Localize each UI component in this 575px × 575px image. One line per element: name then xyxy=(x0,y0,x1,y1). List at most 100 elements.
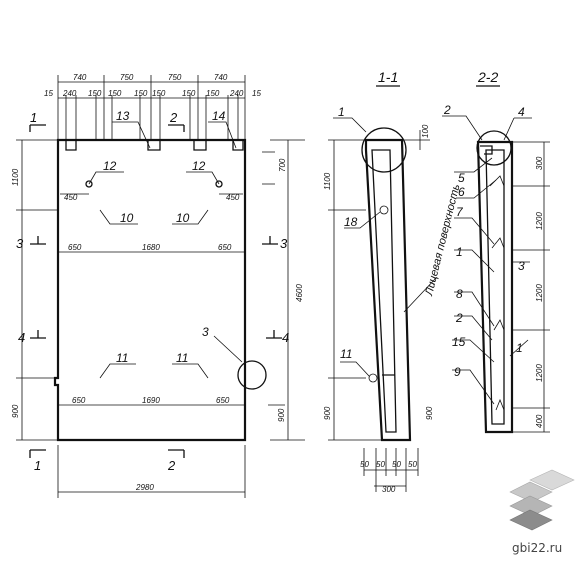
section-2-callout-4: 4 xyxy=(518,105,525,119)
section-2-callout-1: 1 xyxy=(456,245,463,259)
marker-3-left-label: 3 xyxy=(16,236,24,251)
top-dim-4: 740 xyxy=(214,73,228,82)
sub-dim-1: 15 xyxy=(44,89,53,98)
logo-layer-1 xyxy=(529,469,575,491)
top-notches xyxy=(65,140,244,151)
section-2-leader-15 xyxy=(452,339,495,363)
bottom-hole-dim-2: 1690 xyxy=(142,396,160,405)
leader-11-left xyxy=(99,363,136,379)
marker-3-left xyxy=(30,236,46,245)
section-1-dims xyxy=(328,130,430,441)
section-1-top-dim: 100 xyxy=(421,124,430,138)
sub-dim-9: 240 xyxy=(229,89,244,98)
marker-3-right-label: 3 xyxy=(280,236,288,251)
section-2-2: 2-2 2 4 5 6 7 1 3 8 2 15 1 9 300 1200 xyxy=(442,69,550,434)
section-1-profile xyxy=(364,138,412,442)
section-1-leader-1 xyxy=(333,117,367,133)
leader-12-left xyxy=(88,171,124,185)
top-dim-3: 750 xyxy=(168,73,182,82)
section-2-leader-2b xyxy=(454,315,493,341)
section-2-leader-1b xyxy=(509,339,529,357)
marker-1-top-label: 1 xyxy=(30,110,37,125)
marker-2-top xyxy=(168,124,185,132)
section-2-callout-3: 3 xyxy=(518,259,525,273)
section-2-dim-2: 1200 xyxy=(535,212,544,230)
section-2-leader-9 xyxy=(452,369,495,405)
sub-dim-5: 150 xyxy=(134,89,148,98)
marker-1-bottom xyxy=(29,449,46,458)
right-dim-3: 900 xyxy=(277,408,286,422)
section-1-callout-11: 11 xyxy=(340,347,352,361)
section-2-callout-8: 8 xyxy=(456,287,463,301)
section-1-bottom-dims xyxy=(363,448,419,492)
hole-dim-1: 650 xyxy=(68,243,82,252)
marker-2-bottom xyxy=(168,449,185,458)
right-dim-1: 700 xyxy=(278,158,287,172)
section-2-callout-5: 5 xyxy=(458,171,465,185)
leader-3 xyxy=(213,335,243,363)
callout-11-right: 11 xyxy=(176,351,188,365)
callout-12-left: 12 xyxy=(103,159,117,173)
right-dim-lines xyxy=(262,139,305,441)
section-1-callout-1: 1 xyxy=(338,105,345,119)
section-title-1-1: 1-1 xyxy=(378,69,398,85)
section-1-bottom-dim-1: 50 xyxy=(360,460,369,469)
section-1-leader-11 xyxy=(340,361,370,377)
section-1-1: 1-1 1 18 11 Лицевая поверхность 1100 900… xyxy=(323,69,463,494)
logo-layer-4 xyxy=(509,509,553,531)
marker-4-right xyxy=(266,330,282,339)
hole-12-right xyxy=(215,180,223,188)
left-dim-2: 900 xyxy=(11,404,20,418)
top-extension-lines xyxy=(57,75,246,140)
right-dim-2: 4600 xyxy=(295,284,304,302)
section-1-note-leader xyxy=(403,277,437,313)
callout-10-right: 10 xyxy=(176,211,190,225)
sub-dim-8: 150 xyxy=(206,89,220,98)
section-2-leader-1 xyxy=(454,249,495,273)
bottom-dim-line xyxy=(57,445,246,498)
callout-14: 14 xyxy=(212,109,226,123)
sub-dim-4: 150 xyxy=(108,89,122,98)
callout-13: 13 xyxy=(116,109,130,123)
section-2-callout-2: 2 xyxy=(443,103,451,117)
left-dim-1: 1100 xyxy=(11,168,20,186)
leader-10-left xyxy=(99,209,138,225)
section-2-callout-9: 9 xyxy=(454,365,461,379)
marker-3-right xyxy=(262,236,278,245)
section-1-insert-18 xyxy=(379,205,389,215)
left-dim-lines xyxy=(16,139,58,441)
section-1-bottom-dim-4: 50 xyxy=(408,460,417,469)
section-1-right-dim: 900 xyxy=(425,406,434,420)
section-2-truss xyxy=(489,175,505,411)
hole-offset-left: 450 xyxy=(64,193,78,202)
section-2-leader-5 xyxy=(454,157,493,173)
section-2-leader-2 xyxy=(442,115,483,141)
leader-13 xyxy=(112,121,151,149)
leader-10-right xyxy=(172,209,209,225)
section-2-callout-1b: 1 xyxy=(516,341,523,355)
section-2-callout-7: 7 xyxy=(456,205,464,219)
hole-offset-right: 450 xyxy=(226,193,240,202)
section-1-bottom-dim-2: 50 xyxy=(376,460,385,469)
leader-11-right xyxy=(172,363,209,379)
hole-dim-3: 650 xyxy=(218,243,232,252)
section-1-bottom-dim-3: 50 xyxy=(392,460,401,469)
section-2-callout-6: 6 xyxy=(458,185,465,199)
sub-dim-2: 240 xyxy=(62,89,77,98)
hole-12-left xyxy=(85,180,93,188)
section-1-left-dim-2: 900 xyxy=(323,406,332,420)
top-dim-2: 750 xyxy=(120,73,134,82)
marker-1-bottom-label: 1 xyxy=(34,458,41,473)
marker-2-bottom-label: 2 xyxy=(167,458,176,473)
callout-3: 3 xyxy=(202,325,209,339)
detail-circle-3 xyxy=(237,360,267,390)
section-2-dims xyxy=(512,141,550,433)
leader-14 xyxy=(208,121,237,149)
section-1-inner xyxy=(371,149,397,433)
section-2-inner xyxy=(480,145,505,425)
section-2-dim-1: 300 xyxy=(535,156,544,170)
site-label: gbi22.ru xyxy=(512,541,562,555)
leader-12-right xyxy=(186,171,220,185)
marker-4-right-label: 4 xyxy=(282,330,289,345)
section-2-dim-4: 1200 xyxy=(535,364,544,382)
